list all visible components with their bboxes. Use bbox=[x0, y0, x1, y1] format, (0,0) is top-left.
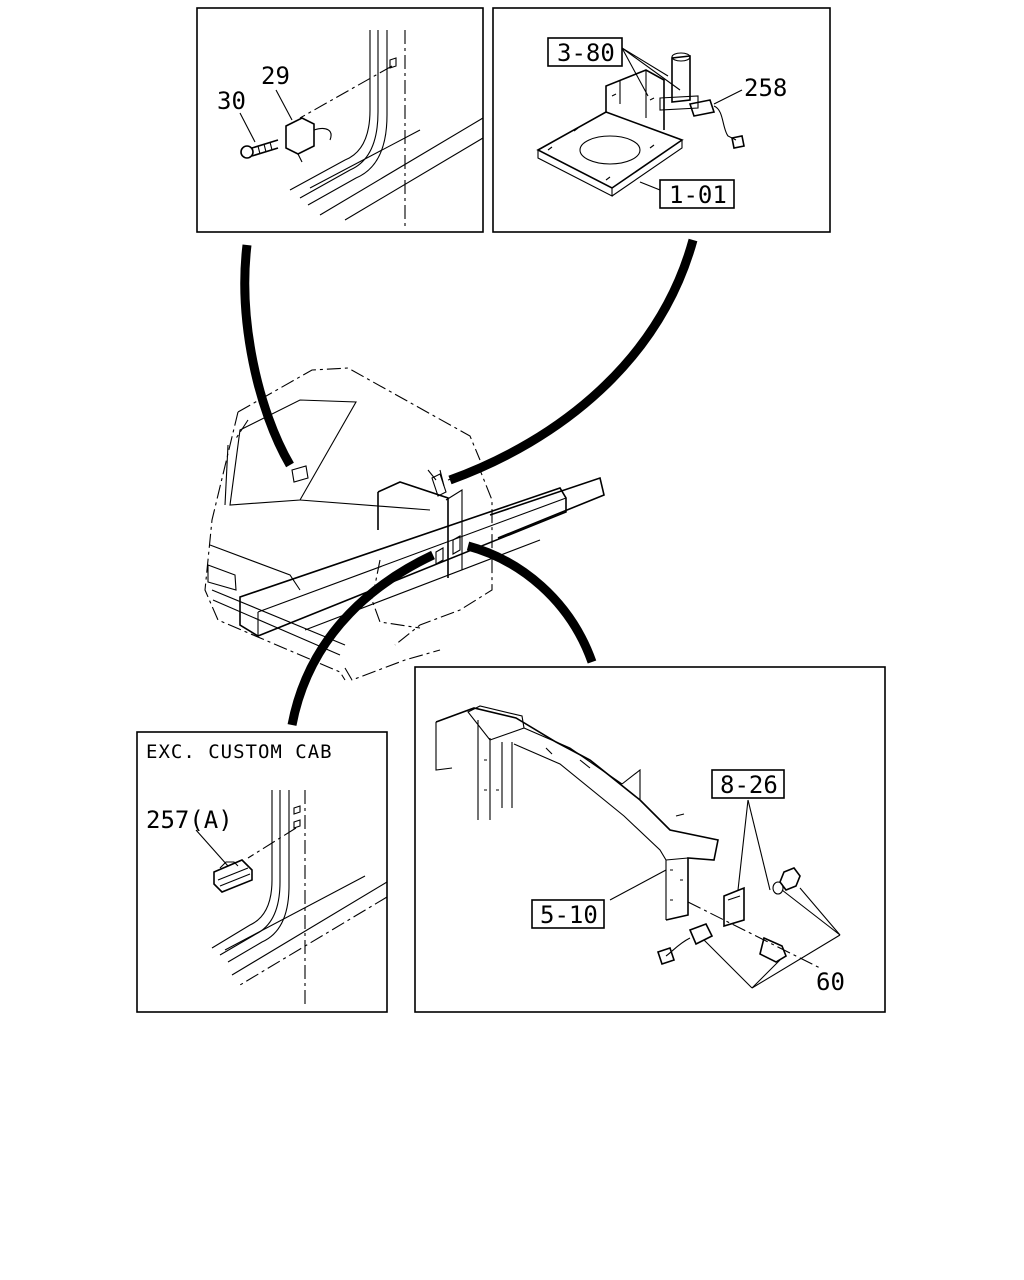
panel-top-left: 29 30 bbox=[196, 7, 484, 233]
label-box-5-10 bbox=[531, 899, 605, 929]
connector-curves bbox=[240, 238, 698, 726]
curve-to-top-left bbox=[240, 244, 294, 468]
label-29: 29 bbox=[261, 62, 290, 90]
label-257a: 257(A) bbox=[146, 806, 233, 834]
label-box-1-01 bbox=[659, 179, 735, 209]
label-3-80: 3-80 bbox=[557, 39, 615, 67]
label-box-3-80 bbox=[547, 37, 623, 67]
label-30: 30 bbox=[217, 87, 246, 115]
panel-bottom-left: EXC. CUSTOM CAB 257(A) bbox=[136, 731, 388, 1013]
label-5-10: 5-10 bbox=[540, 901, 598, 929]
truck-cab-illustration bbox=[204, 367, 605, 681]
label-258: 258 bbox=[744, 74, 787, 102]
label-box-8-26 bbox=[711, 769, 785, 799]
panel-frame bbox=[196, 7, 484, 233]
panel-frame bbox=[136, 731, 388, 1013]
panel-bottom-right: 8-26 5-10 60 bbox=[414, 666, 886, 1013]
label-1-01: 1-01 bbox=[669, 181, 727, 209]
panel-top-right: 3-80 258 1-01 bbox=[492, 7, 831, 233]
curve-to-bottom-right bbox=[466, 541, 597, 664]
curve-to-bottom-left bbox=[287, 550, 435, 726]
label-60: 60 bbox=[816, 968, 845, 996]
label-8-26: 8-26 bbox=[720, 771, 778, 799]
panel-frame bbox=[414, 666, 886, 1013]
curve-to-top-right bbox=[448, 238, 698, 485]
panel-caption: EXC. CUSTOM CAB bbox=[146, 741, 333, 763]
